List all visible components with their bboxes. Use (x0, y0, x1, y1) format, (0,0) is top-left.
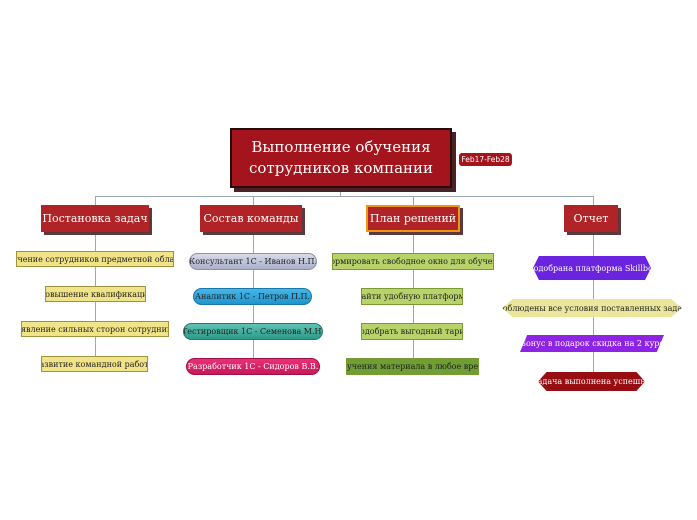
branch-report[interactable]: Отчет (564, 205, 618, 232)
connector-branch-3 (413, 196, 414, 205)
task-item-3[interactable]: Выявление сильных сторон сотрудников (21, 321, 169, 337)
task-item-4[interactable]: Развитие командной работы (41, 356, 148, 372)
team-member-4[interactable]: Разработчик 1С - Сидоров В.В. (186, 358, 320, 375)
connector-horizontal (95, 196, 593, 197)
team-member-1[interactable]: Консультант 1С - Иванов Н.П. (189, 253, 317, 270)
connector-root-down (340, 188, 341, 196)
branch-task-setting[interactable]: Постановка задач (41, 205, 149, 232)
plan-step-3[interactable]: Подобрать выгодный тариф (361, 323, 463, 340)
report-item-3[interactable]: Бонус в подарок скидка на 2 курс (520, 335, 664, 352)
plan-step-4[interactable]: Изучения материала в любое время (346, 358, 479, 375)
branch-team[interactable]: Состав команды (200, 205, 302, 232)
connector-branch-1 (95, 196, 96, 205)
plan-step-1[interactable]: Сформировать свободное окно для обучения (332, 253, 494, 270)
task-item-2[interactable]: Повышение квалификации (45, 286, 146, 302)
connector-branch-4 (593, 196, 594, 205)
task-item-1[interactable]: Обучение сотрудников предметной области (16, 251, 174, 267)
connector-branch-2 (253, 196, 254, 205)
root-topic[interactable]: Выполнение обучения сотрудников компании (230, 128, 452, 188)
date-range-badge: Feb17-Feb28 (459, 153, 512, 166)
root-title-line1: Выполнение обучения (251, 138, 431, 156)
branch-solution-plan[interactable]: План решений (366, 205, 460, 232)
team-member-3[interactable]: Тестировщик 1С - Семенова М.Н. (183, 323, 323, 340)
root-title-line2: сотрудников компании (248, 159, 433, 177)
plan-step-2[interactable]: Найти удобную платформу (361, 288, 463, 305)
team-member-2[interactable]: Аналитик 1С - Петров П.П. (193, 288, 312, 305)
report-item-1[interactable]: Подобрана платформа Skillbox (533, 256, 651, 280)
report-item-2[interactable]: Соблюдены все условия поставленных задач (502, 299, 682, 317)
report-item-4[interactable]: Задача выполнена успешна (538, 372, 645, 391)
